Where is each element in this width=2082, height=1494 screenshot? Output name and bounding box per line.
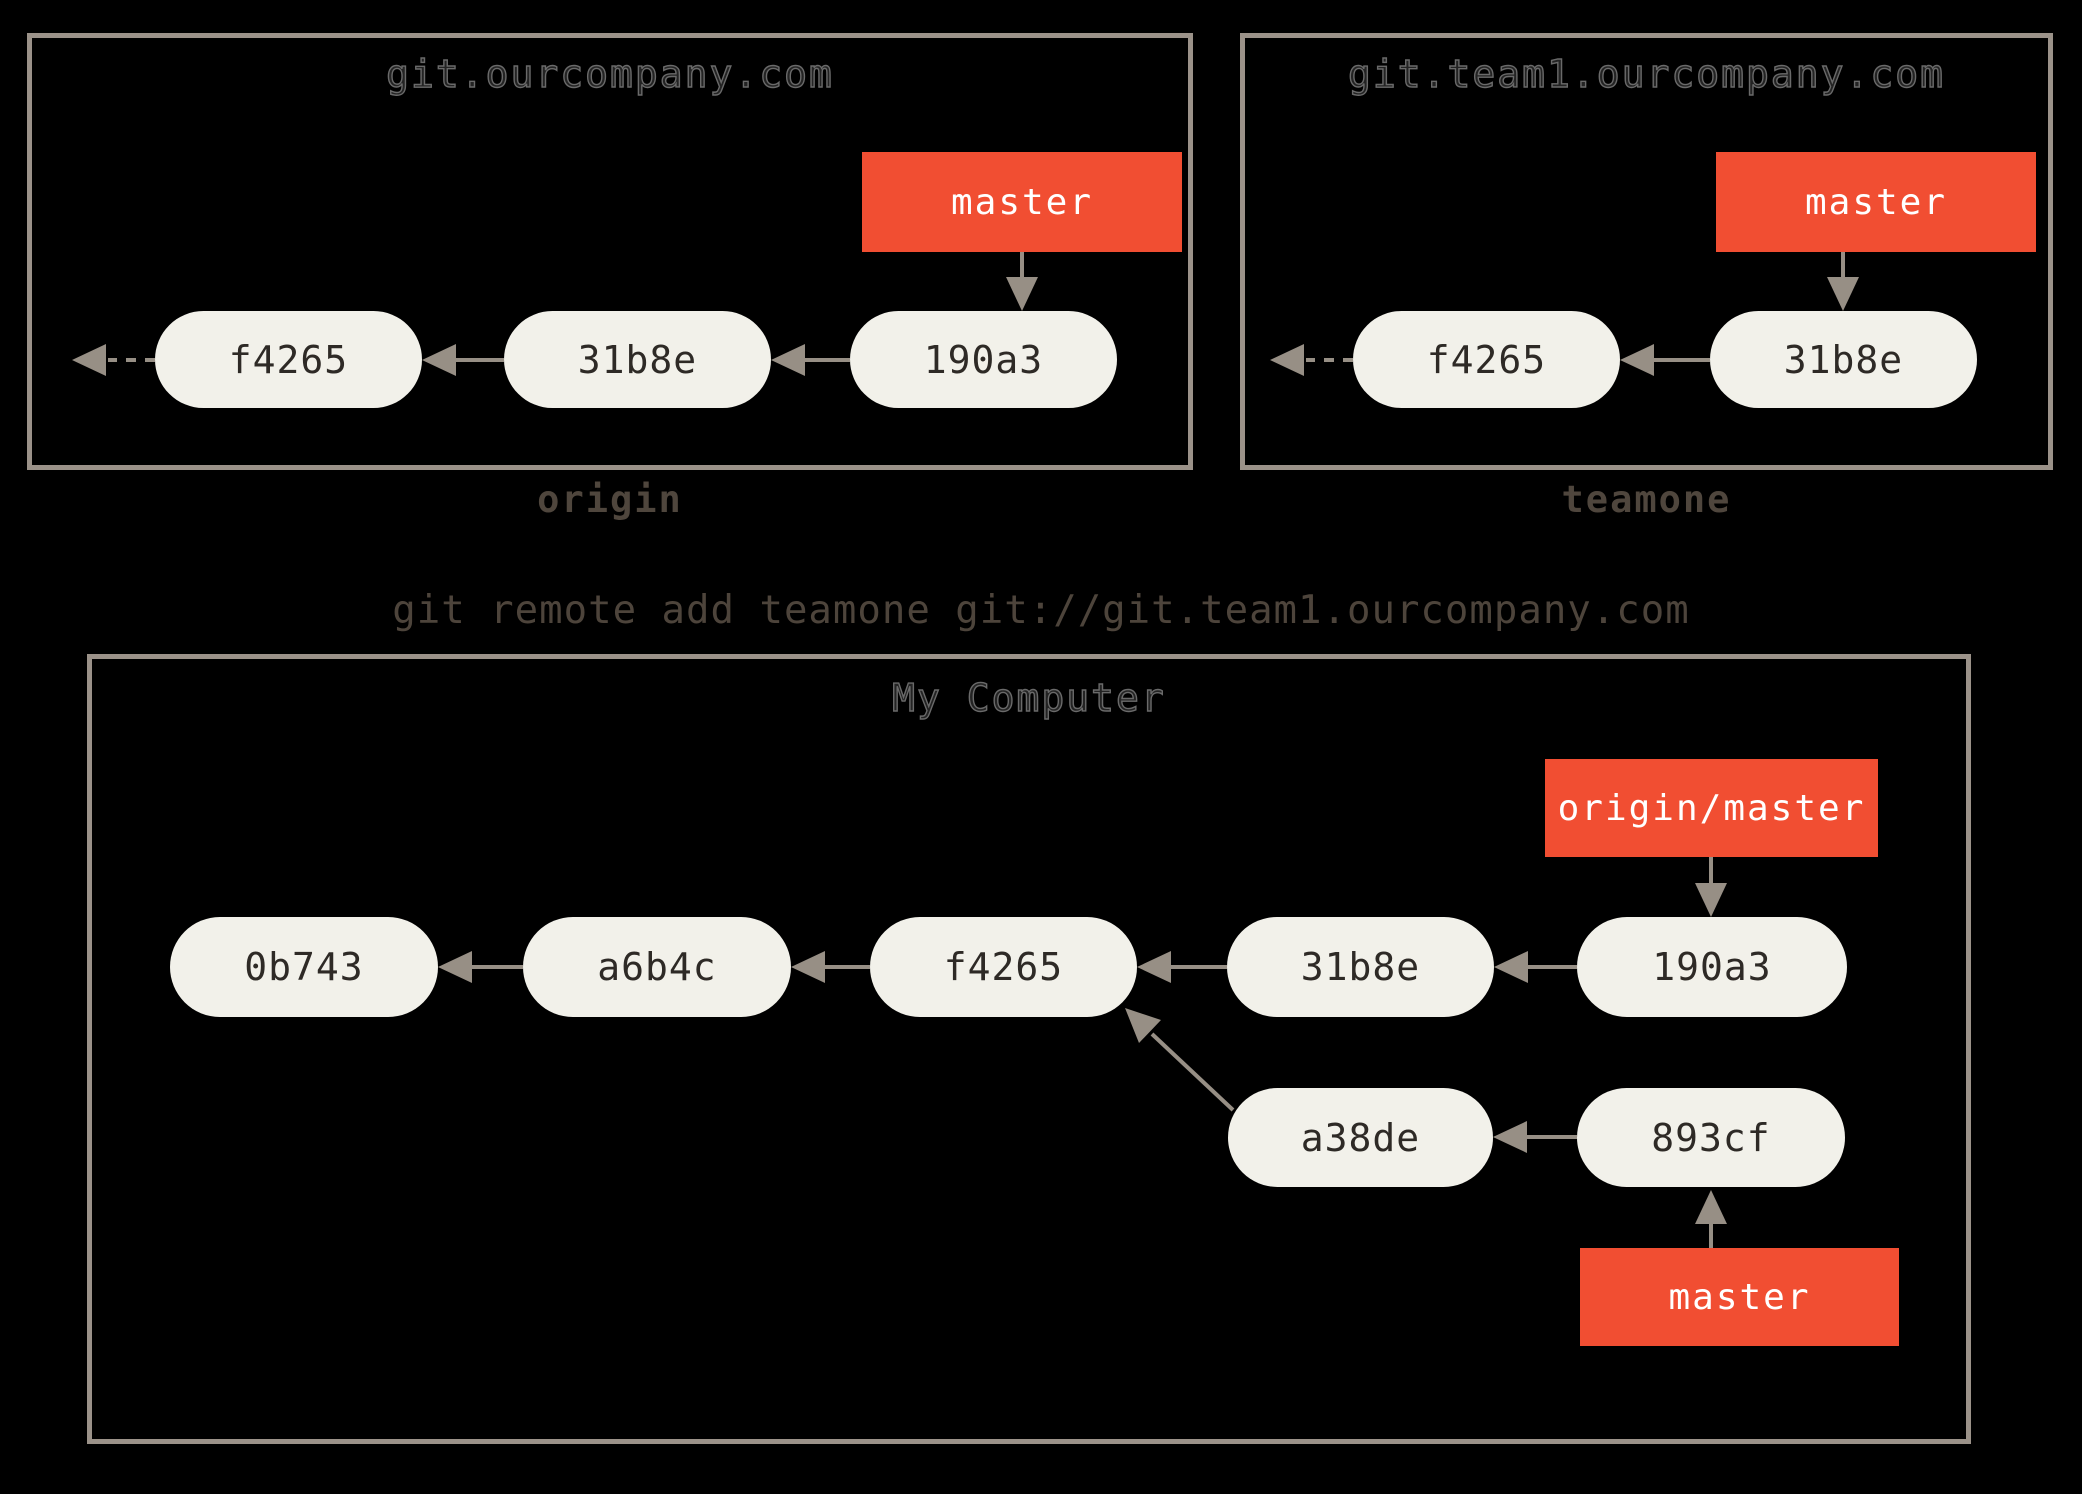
arrow-origin-190a3-to-31b8e xyxy=(771,344,850,376)
branch-label-text: origin/master xyxy=(1557,787,1866,829)
branch-label-origin-master-tracking: origin/master xyxy=(1545,759,1878,857)
remote-box-teamone-title: git.team1.ourcompany.com xyxy=(1347,51,1946,96)
commit-node-origin-31b8e: 31b8e xyxy=(504,311,771,408)
arrow-local-31b8e-to-f4265 xyxy=(1137,951,1227,983)
remote-box-origin-title: git.ourcompany.com xyxy=(385,51,834,96)
branch-label-local-master: master xyxy=(1580,1248,1899,1346)
commit-id: a38de xyxy=(1300,1115,1421,1160)
commit-id: 190a3 xyxy=(1652,945,1772,989)
commit-id: 31b8e xyxy=(1783,337,1904,382)
arrow-teamone-master-to-31b8e xyxy=(1827,252,1859,311)
commit-id: 893cf xyxy=(1651,1115,1771,1160)
arrow-local-a38de-to-f4265 xyxy=(1125,1008,1235,1112)
branch-label-origin-master: master xyxy=(862,152,1182,252)
commit-id: 190a3 xyxy=(923,337,1044,382)
arrow-local-f4265-to-a6b4c xyxy=(791,951,870,983)
commit-node-origin-f4265: f4265 xyxy=(155,311,422,408)
arrow-local-190a3-to-31b8e xyxy=(1494,951,1577,983)
arrow-origin-history-dashed xyxy=(72,344,155,376)
remote-name-origin: origin xyxy=(537,478,683,521)
remote-name-teamone: teamone xyxy=(1561,478,1732,521)
branch-label-text: master xyxy=(1804,181,1948,223)
commit-node-teamone-f4265: f4265 xyxy=(1353,311,1620,408)
remote-box-origin xyxy=(27,33,1193,470)
local-box-my-computer xyxy=(87,654,1971,1444)
commit-id: 31b8e xyxy=(577,337,698,382)
arrow-local-originmaster-to-190a3 xyxy=(1695,857,1727,917)
remote-box-teamone xyxy=(1240,33,2053,470)
commit-id: f4265 xyxy=(1426,337,1547,382)
arrow-local-master-to-893cf xyxy=(1695,1190,1727,1248)
commit-id: f4265 xyxy=(228,337,349,382)
arrow-origin-master-to-190a3 xyxy=(1006,252,1038,311)
git-command-text: git remote add teamone git://git.team1.o… xyxy=(392,588,1690,633)
arrow-local-a6b4c-to-0b743 xyxy=(438,951,523,983)
local-box-title: My Computer xyxy=(891,675,1166,720)
commit-id: 31b8e xyxy=(1300,945,1421,989)
commit-node-origin-190a3: 190a3 xyxy=(850,311,1117,408)
commit-node-local-893cf: 893cf xyxy=(1577,1088,1845,1187)
commit-node-local-a38de: a38de xyxy=(1228,1088,1493,1187)
commit-node-local-a6b4c: a6b4c xyxy=(523,917,791,1017)
arrow-teamone-31b8e-to-f4265 xyxy=(1620,344,1710,376)
commit-node-teamone-31b8e: 31b8e xyxy=(1710,311,1977,408)
branch-label-teamone-master: master xyxy=(1716,152,2036,252)
arrow-origin-31b8e-to-f4265 xyxy=(422,344,504,376)
commit-id: 0b743 xyxy=(244,945,364,989)
commit-node-local-190a3: 190a3 xyxy=(1577,917,1847,1017)
commit-id: f4265 xyxy=(943,945,1064,989)
commit-id: a6b4c xyxy=(597,945,717,989)
branch-label-text: master xyxy=(950,181,1094,223)
arrow-teamone-history-dashed xyxy=(1270,344,1353,376)
commit-node-local-0b743: 0b743 xyxy=(170,917,438,1017)
commit-node-local-31b8e: 31b8e xyxy=(1227,917,1494,1017)
arrow-local-893cf-to-a38de xyxy=(1493,1121,1577,1153)
branch-label-text: master xyxy=(1668,1276,1811,1318)
commit-node-local-f4265: f4265 xyxy=(870,917,1137,1017)
